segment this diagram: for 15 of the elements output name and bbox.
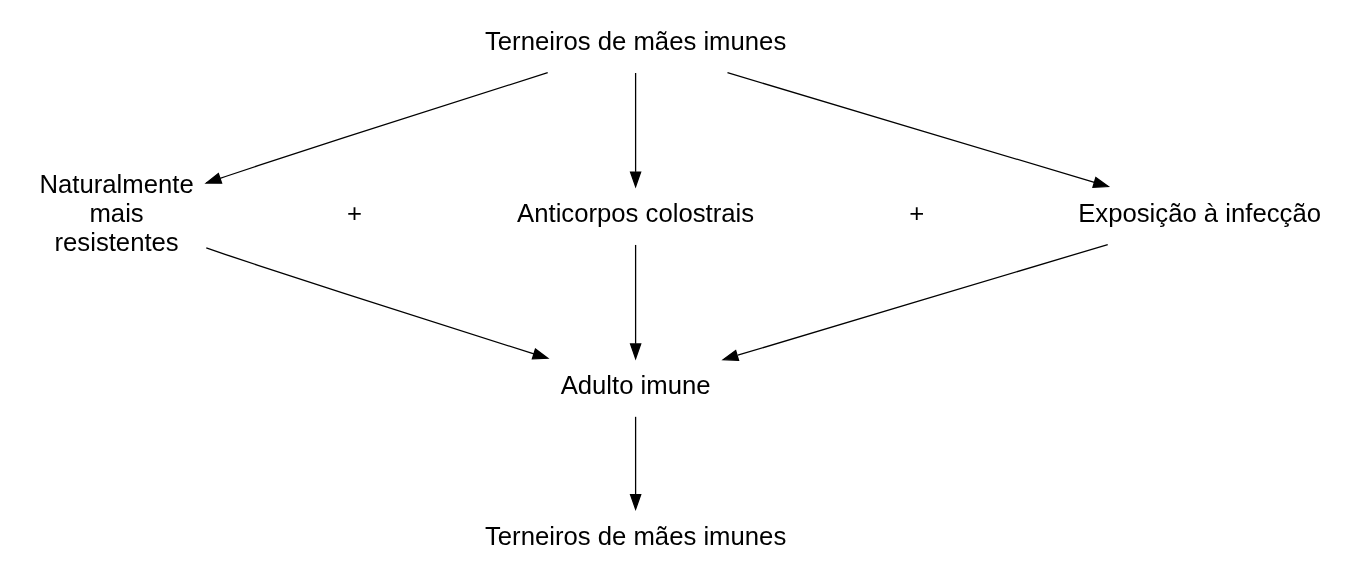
arrow bbox=[726, 72, 1111, 188]
node-text: Terneiros de mães imunes bbox=[484, 521, 787, 550]
node-text: Anticorpos colostrais bbox=[517, 198, 755, 227]
node-text: Adulto imune bbox=[560, 370, 711, 399]
arrow bbox=[629, 416, 642, 512]
arrow bbox=[629, 244, 642, 361]
label: + bbox=[909, 198, 925, 227]
arrow bbox=[205, 247, 550, 360]
node-text: Exposição à infecção bbox=[1078, 198, 1321, 227]
arrow bbox=[204, 72, 549, 184]
node-text: Naturalmente mais resistentes bbox=[39, 169, 194, 256]
node-text: Terneiros de mães imunes bbox=[484, 26, 787, 55]
arrow bbox=[629, 72, 642, 189]
label: + bbox=[346, 198, 362, 227]
arrow bbox=[721, 243, 1109, 361]
